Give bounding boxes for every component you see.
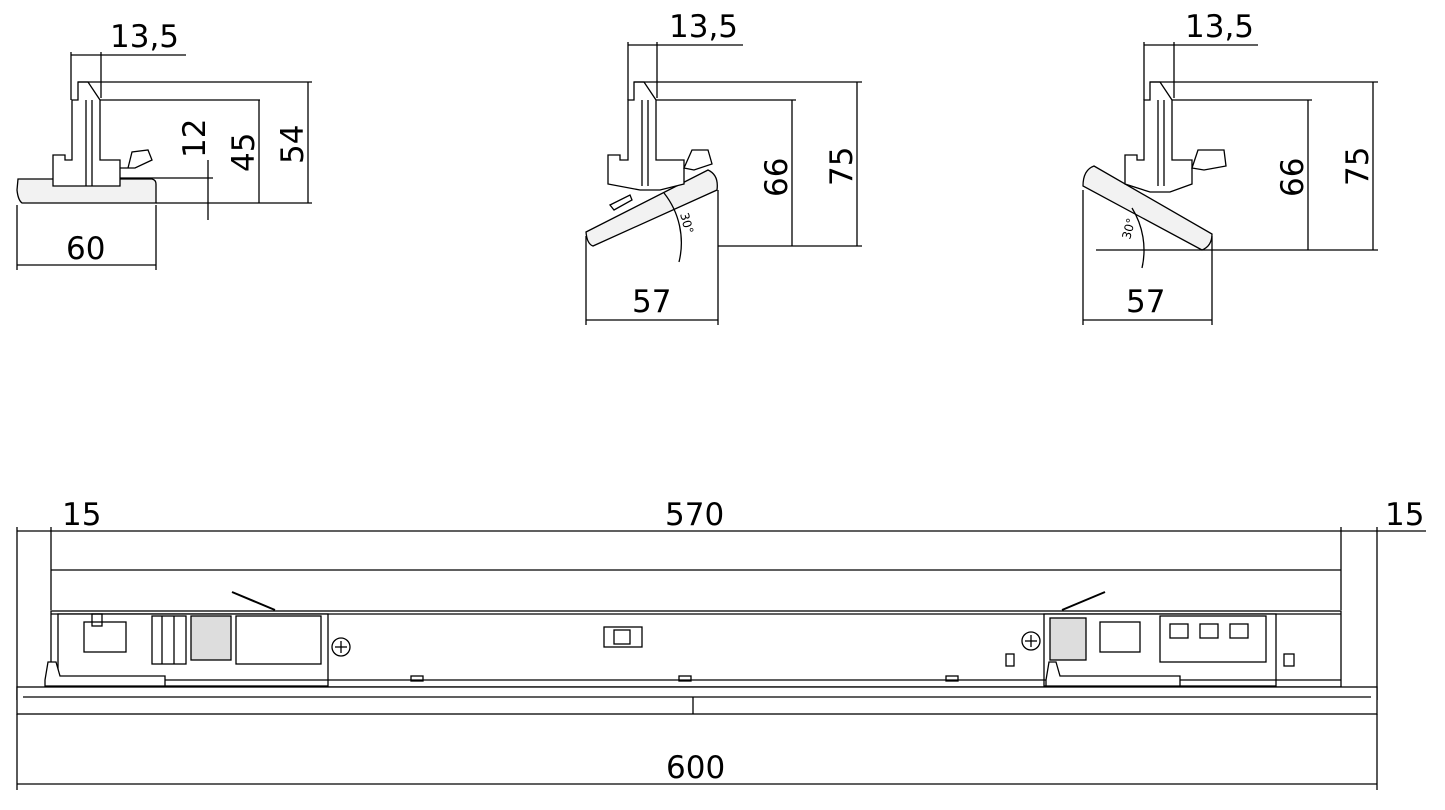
- dim-right-h2: 75: [824, 147, 860, 186]
- side-view-tilted-left: [1082, 42, 1378, 325]
- dim-right-width: 57: [632, 284, 671, 320]
- dim-left-width: 57: [1126, 284, 1165, 320]
- dim-left-offset: 13,5: [1185, 9, 1254, 45]
- dim-flat-h1: 12: [177, 119, 213, 158]
- dim-front-total: 600: [666, 750, 725, 786]
- dim-right-offset: 13,5: [669, 9, 738, 45]
- angle-left: 30°: [1119, 217, 1138, 241]
- dim-flat-offset: 13,5: [110, 19, 179, 55]
- dim-flat-width: 60: [66, 231, 105, 267]
- dim-left-h2: 75: [1340, 147, 1376, 186]
- side-view-flat: [16, 52, 312, 270]
- dim-front-inner: 570: [665, 497, 724, 533]
- dim-front-margin-left: 15: [62, 497, 101, 533]
- front-view: [16, 527, 1426, 790]
- dim-left-h1: 66: [1275, 158, 1311, 197]
- dim-right-h1: 66: [759, 158, 795, 197]
- tilted-plate-right: [585, 169, 718, 247]
- dim-front-margin-right: 15: [1385, 497, 1424, 533]
- tilted-plate-left: [1082, 165, 1213, 251]
- angle-right: 30°: [677, 211, 696, 235]
- housing-block-2: [607, 81, 685, 191]
- dim-flat-h3: 54: [275, 125, 311, 164]
- bottom-frame: [16, 686, 1378, 715]
- clip-tab: [120, 149, 153, 169]
- dim-flat-h2: 45: [226, 133, 262, 172]
- side-view-tilted-right: [585, 42, 862, 325]
